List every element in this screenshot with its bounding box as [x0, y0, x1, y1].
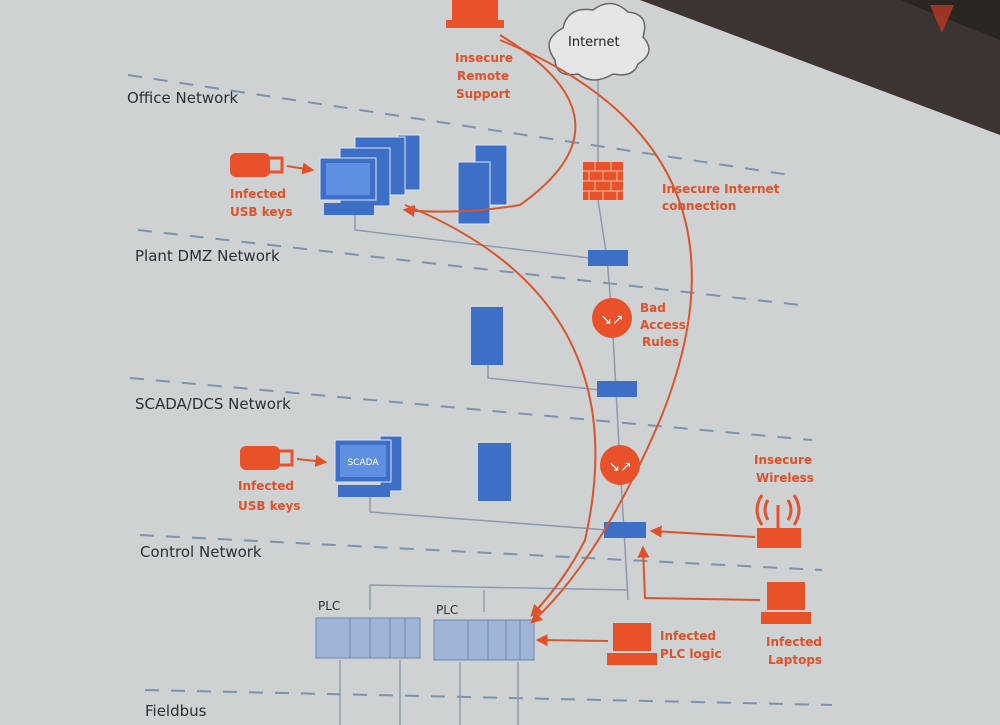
plc-label-2: PLC [436, 603, 458, 617]
firewall-icon [583, 162, 623, 200]
wireless-router-icon [755, 494, 801, 548]
zone-dividers [127, 74, 833, 706]
scada-screen-label: SCADA [347, 458, 379, 468]
svg-text:Infected: Infected [766, 635, 822, 649]
svg-text:Insecure Internet: Insecure Internet [662, 182, 780, 196]
svg-text:Bad: Bad [640, 301, 666, 315]
switch-icon [588, 250, 646, 538]
svg-text:connection: connection [662, 199, 736, 213]
svg-text:Support: Support [456, 87, 511, 101]
svg-text:PLC logic: PLC logic [660, 647, 722, 661]
threat-laptops: Infected Laptops [766, 635, 822, 667]
threat-access-rules: Bad Access Rules [640, 301, 686, 349]
infected-laptop-icon [607, 582, 811, 665]
laptop-icon [446, 0, 504, 28]
internet-cloud: Internet [548, 2, 650, 81]
router-icon: ↘↗ ↘↗ [592, 298, 640, 485]
svg-text:Infected: Infected [660, 629, 716, 643]
threat-usb-scada: Infected USB keys [238, 479, 300, 513]
svg-text:Access: Access [640, 318, 686, 332]
svg-text:USB keys: USB keys [230, 205, 292, 219]
logo-icon [930, 5, 954, 33]
office-workstations-icon [319, 134, 421, 215]
scada-workstation-icon: SCADA [334, 435, 403, 497]
threat-remote-support: Insecure Remote Support [455, 51, 513, 101]
svg-text:USB keys: USB keys [238, 499, 300, 513]
attack-paths [402, 34, 761, 647]
plc-label-1: PLC [318, 599, 340, 613]
threat-wireless: Insecure Wireless [754, 453, 814, 485]
zone-dmz: Plant DMZ Network [135, 247, 280, 265]
internet-label: Internet [568, 35, 620, 50]
plc-icon [315, 617, 535, 661]
svg-text:Insecure: Insecure [754, 453, 812, 467]
svg-text:Insecure: Insecure [455, 51, 513, 65]
usb-key-icon [230, 153, 294, 470]
server-icon [457, 144, 511, 501]
threat-plc-logic: Infected PLC logic [660, 629, 722, 661]
zone-fieldbus: Fieldbus [145, 702, 207, 720]
svg-text:Laptops: Laptops [768, 653, 822, 667]
threat-internet-connection: Insecure Internet connection [662, 182, 780, 213]
zone-scada: SCADA/DCS Network [135, 395, 291, 413]
svg-text:↘↗: ↘↗ [608, 459, 631, 475]
zone-office: Office Network [127, 89, 238, 107]
svg-text:Infected: Infected [230, 187, 286, 201]
svg-text:Rules: Rules [642, 335, 679, 349]
network-wires [339, 80, 629, 725]
svg-text:↘↗: ↘↗ [600, 312, 623, 328]
svg-text:Infected: Infected [238, 479, 294, 493]
wall-background [640, 0, 1000, 135]
svg-text:Wireless: Wireless [756, 471, 814, 485]
zone-control: Control Network [140, 543, 262, 561]
svg-text:Remote: Remote [457, 69, 509, 83]
threat-usb-office: Infected USB keys [230, 187, 292, 219]
